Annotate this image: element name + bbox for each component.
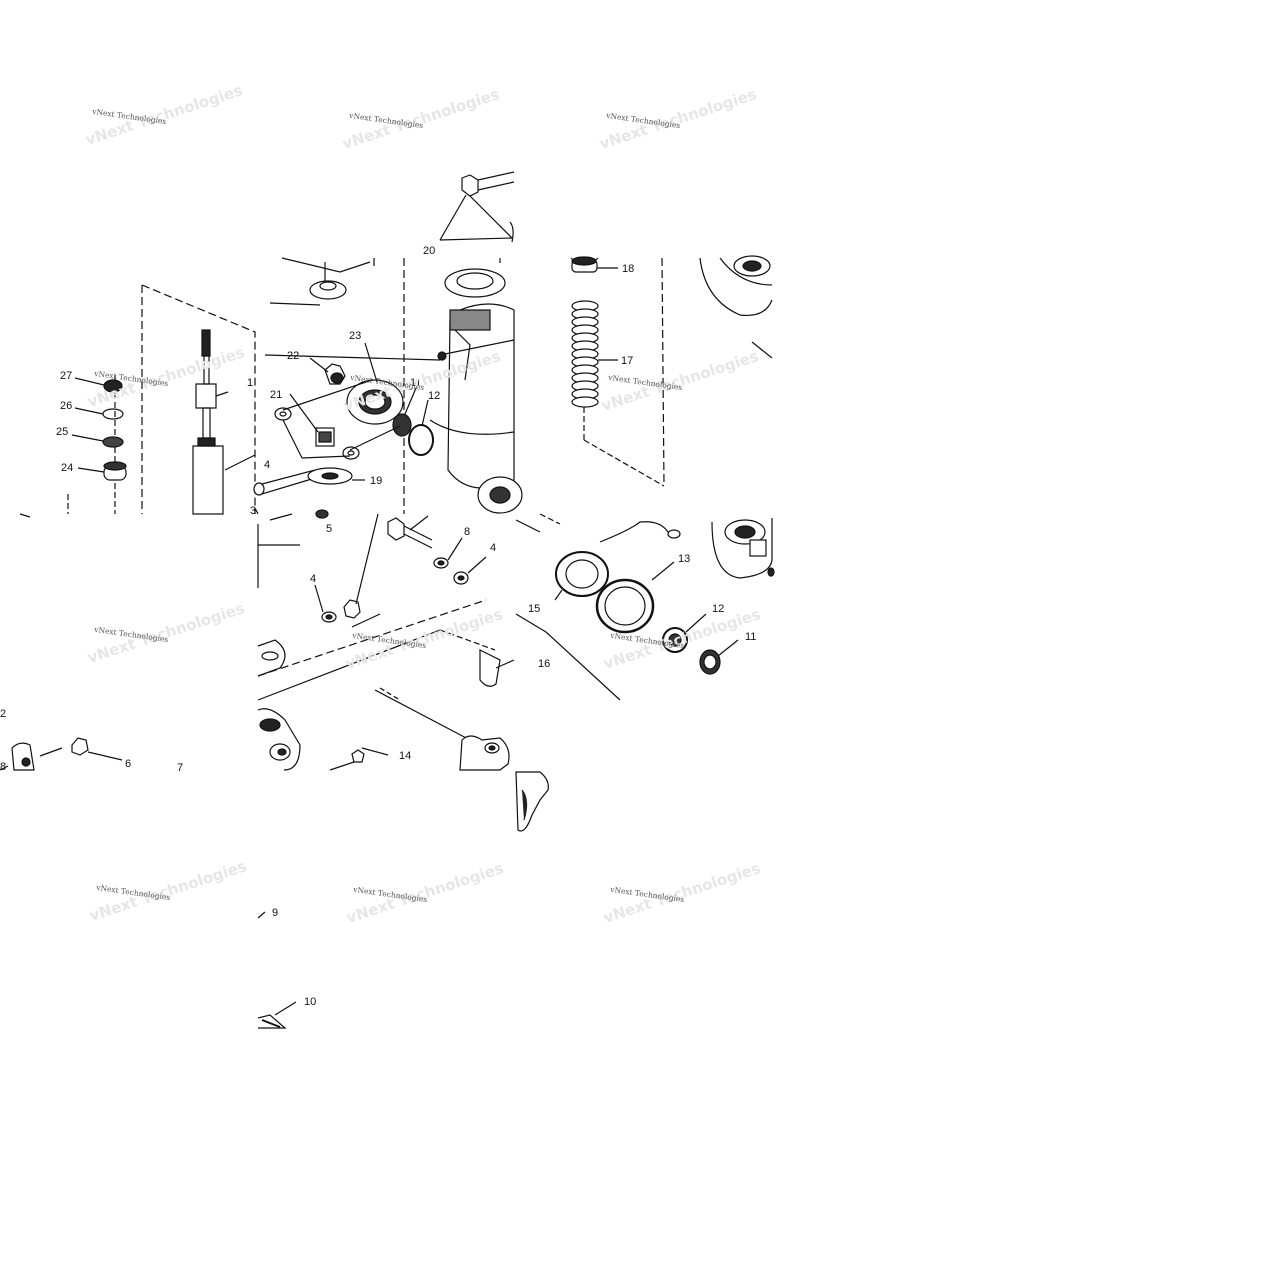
label-6: 6 bbox=[125, 758, 131, 770]
label-10: 10 bbox=[304, 996, 316, 1008]
label-12: 12 bbox=[428, 390, 440, 402]
label-7: 7 bbox=[177, 762, 183, 774]
label-4: 4 bbox=[490, 542, 496, 554]
shock-absorber bbox=[141, 284, 256, 515]
control-arm bbox=[257, 599, 515, 771]
bearing-stack bbox=[515, 513, 739, 701]
label-5: 5 bbox=[326, 523, 332, 535]
clamp-bracket bbox=[0, 737, 123, 771]
label-16: 16 bbox=[538, 658, 550, 670]
label-2: 2 bbox=[0, 708, 6, 720]
label-25: 25 bbox=[56, 426, 68, 438]
part-labels: 1 2 3 4 4 4 5 6 7 8 8 9 10 11 11 12 12 1… bbox=[0, 245, 756, 1008]
label-9: 9 bbox=[272, 907, 278, 919]
label-14: 14 bbox=[399, 750, 411, 762]
label-19: 19 bbox=[370, 475, 382, 487]
label-20: 20 bbox=[423, 245, 435, 257]
label-8: 8 bbox=[464, 526, 470, 538]
bolt-and-washers bbox=[257, 513, 487, 623]
label-4: 4 bbox=[264, 459, 270, 471]
bolt-20 bbox=[439, 171, 515, 243]
lower-fragments bbox=[257, 771, 549, 1029]
label-21: 21 bbox=[270, 389, 282, 401]
spindle-assembly bbox=[253, 257, 523, 519]
label-11: 11 bbox=[410, 377, 421, 389]
label-22: 22 bbox=[287, 350, 299, 362]
label-17: 17 bbox=[621, 355, 633, 367]
label-3: 3 bbox=[250, 505, 256, 517]
label-15: 15 bbox=[528, 603, 540, 615]
label-13: 13 bbox=[678, 553, 690, 565]
label-23: 23 bbox=[349, 330, 361, 342]
hub-fragment-right bbox=[711, 518, 775, 579]
label-1: 1 bbox=[247, 377, 253, 389]
label-11: 11 bbox=[745, 631, 756, 643]
label-27: 27 bbox=[60, 370, 72, 382]
coil-spring bbox=[570, 256, 665, 487]
label-8: 8 bbox=[0, 761, 6, 773]
label-18: 18 bbox=[622, 263, 634, 275]
hub-fragment-top-right bbox=[699, 255, 773, 359]
label-24: 24 bbox=[61, 462, 73, 474]
label-4: 4 bbox=[310, 573, 316, 585]
label-26: 26 bbox=[60, 400, 72, 412]
shock-washers-stack bbox=[19, 375, 229, 518]
label-12: 12 bbox=[712, 603, 724, 615]
